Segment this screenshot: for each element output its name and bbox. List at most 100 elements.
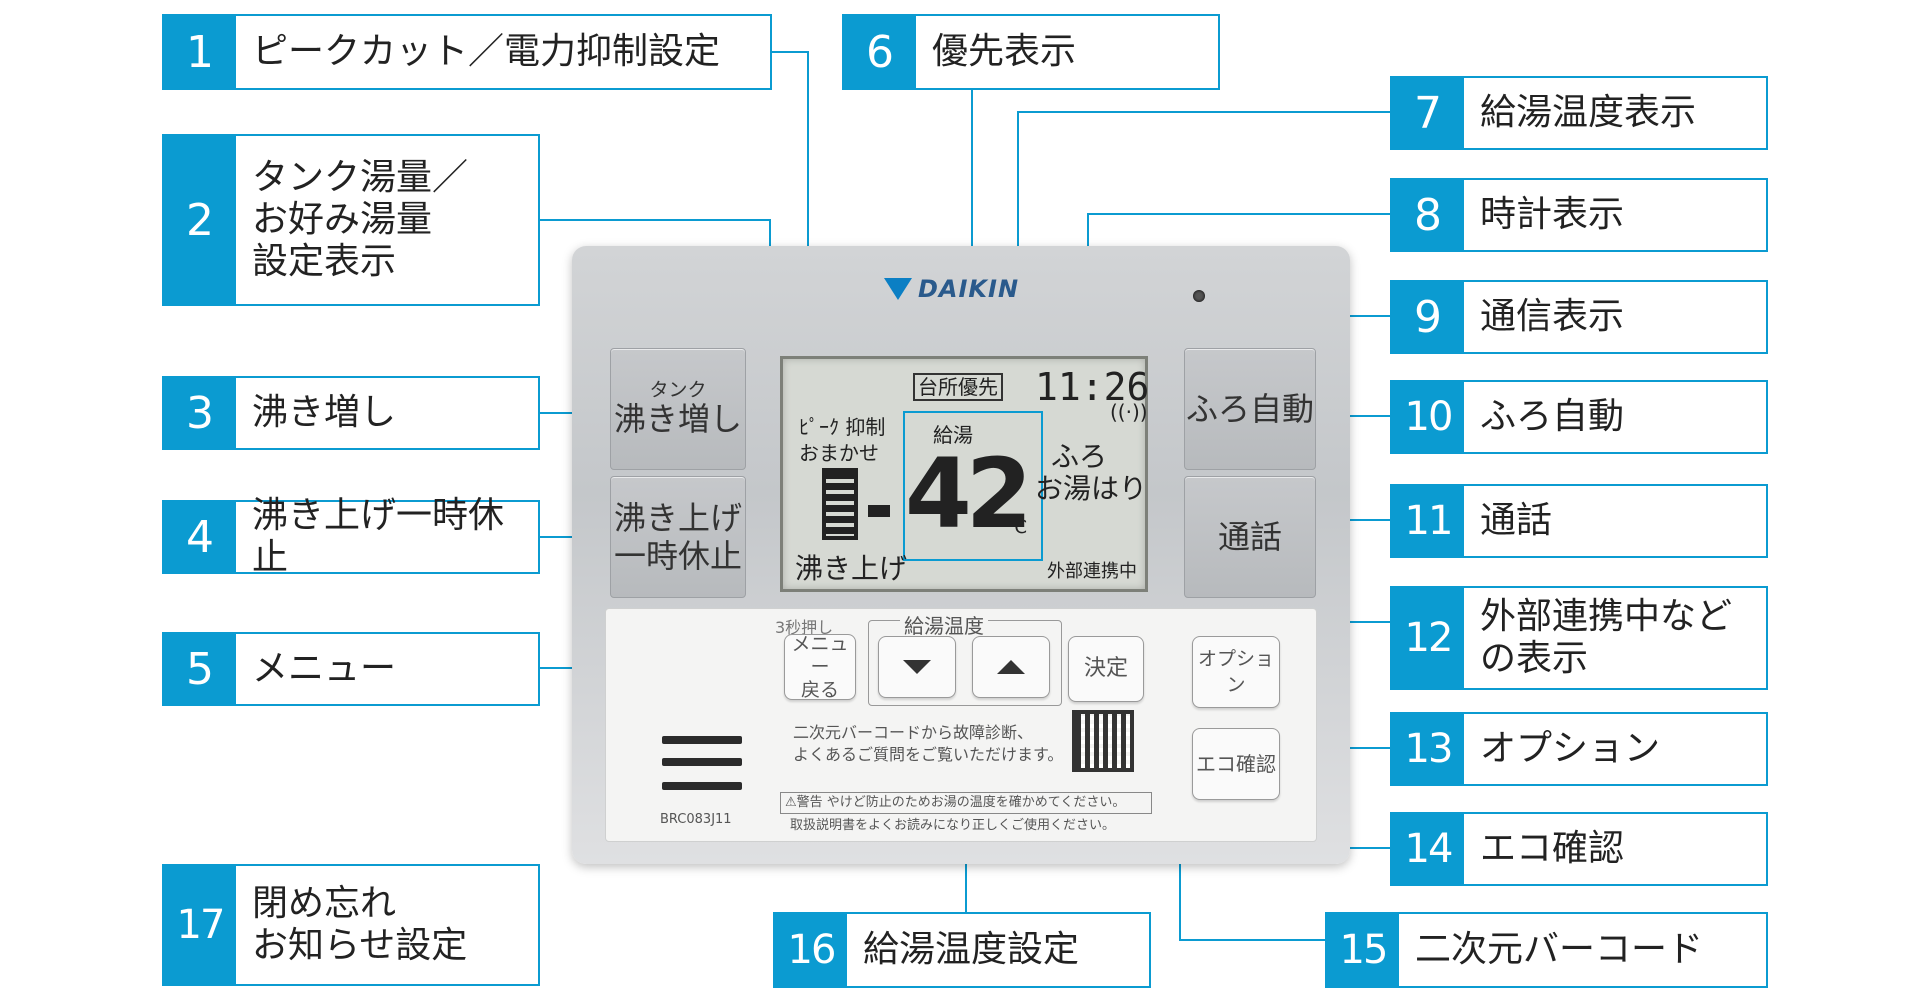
callout-13: 13 オプション	[1390, 712, 1768, 786]
tank-level-icon	[822, 468, 858, 540]
bath-status-line2: お湯はり	[1035, 472, 1148, 505]
callout-number: 7	[1392, 78, 1464, 148]
supply-label: 給湯	[933, 423, 973, 447]
temperature-setting-label: 給湯温度	[900, 610, 988, 639]
speaker-grille	[662, 758, 742, 766]
callout-3: 3 沸き増し	[162, 376, 540, 450]
callout-label: タンク湯量／ お好み湯量 設定表示	[252, 157, 469, 282]
callout-5: 5 メニュー	[162, 632, 540, 706]
indicator-lamp	[1193, 290, 1205, 302]
callout-number: 13	[1392, 714, 1464, 784]
intercom-button-label: 通話	[1217, 518, 1282, 556]
wifi-icon: ((·))	[1110, 400, 1148, 424]
speaker-grille	[662, 782, 742, 790]
callout-label: 給湯温度設定	[863, 929, 1080, 970]
arrow-down-icon	[903, 660, 931, 674]
callout-number: 11	[1392, 486, 1464, 556]
callout-label: 沸き上げ一時休止	[252, 495, 505, 578]
menu-back-button-label: メニュー 戻る	[791, 632, 849, 701]
omakase-label: おまかせ	[799, 441, 879, 465]
priority-badge: 台所優先	[913, 373, 1003, 401]
callout-15: 15 二次元バーコード	[1325, 912, 1768, 988]
callout-label: 閉め忘れ お知らせ設定	[252, 883, 468, 966]
brand-logo: DAIKIN	[918, 275, 1020, 303]
faucet-icon	[868, 505, 890, 517]
callout-label: 優先表示	[932, 31, 1077, 72]
bath-status-line1: ふろ	[1051, 440, 1108, 473]
callout-label: ふろ自動	[1480, 396, 1625, 437]
decide-button-label: 決定	[1083, 656, 1128, 681]
peak-cut-label: ﾋﾟｰｸ 抑制	[799, 415, 886, 439]
callout-4: 4 沸き上げ一時休止	[162, 495, 540, 578]
callout-label: 時計表示	[1480, 194, 1625, 235]
hold-hint: 3秒押し	[775, 618, 834, 637]
boost-button-small-label: タンク	[649, 379, 707, 401]
temperature-unit: ℃	[1007, 517, 1028, 538]
lcd-screen: 台所優先 11:26 ﾋﾟｰｸ 抑制 おまかせ 給湯 42 ℃ ふろ お湯はり …	[780, 356, 1150, 592]
intercom-button[interactable]: 通話	[1184, 476, 1316, 598]
callout-number: 17	[164, 866, 236, 984]
callout-12: 12 外部連携中など の表示	[1390, 586, 1768, 690]
callout-number: 4	[164, 502, 236, 572]
external-link-status: 外部連携中	[1047, 561, 1137, 582]
callout-number: 3	[164, 378, 236, 448]
eco-check-button[interactable]: エコ確認	[1192, 728, 1280, 800]
callout-number: 14	[1392, 814, 1464, 884]
callout-1: 1 ピークカット／電力抑制設定	[162, 14, 772, 90]
eco-check-button-label: エコ確認	[1196, 752, 1276, 776]
callout-number: 6	[844, 16, 916, 88]
boost-button[interactable]: タンク 沸き増し	[610, 348, 746, 470]
temperature-up-button[interactable]	[972, 636, 1050, 698]
temperature-value: 42	[905, 438, 1033, 550]
decide-button[interactable]: 決定	[1068, 636, 1144, 702]
model-number: BRC083J11	[660, 812, 732, 827]
callout-number: 15	[1327, 914, 1399, 986]
qr-help-text: 二次元バーコードから故障診断、 よくあるご質問をご覧いただけます。	[793, 723, 1064, 764]
callout-14: 14 エコ確認	[1390, 812, 1768, 886]
temperature-down-button[interactable]	[878, 636, 956, 698]
callout-16: 16 給湯温度設定	[773, 912, 1151, 988]
callout-number: 12	[1392, 588, 1464, 688]
callout-8: 8 時計表示	[1390, 178, 1768, 252]
callout-9: 9 通信表示	[1390, 280, 1768, 354]
callout-label: 二次元バーコード	[1415, 929, 1704, 970]
bath-auto-button-label: ふろ自動	[1185, 390, 1314, 428]
clock-display: 11:26	[1035, 365, 1150, 409]
option-button-label: オプション	[1197, 648, 1274, 696]
option-button[interactable]: オプション	[1192, 636, 1280, 708]
callout-label: 給湯温度表示	[1480, 92, 1697, 133]
callout-label: 沸き増し	[252, 392, 397, 433]
callout-17: 17 閉め忘れ お知らせ設定	[162, 864, 540, 986]
arrow-up-icon	[997, 660, 1025, 674]
callout-number: 16	[775, 914, 847, 986]
daikin-logo-icon	[884, 278, 912, 300]
callout-label: 外部連携中など の表示	[1480, 596, 1733, 679]
callout-label: 通話	[1480, 500, 1553, 541]
qr-code[interactable]	[1072, 710, 1134, 772]
callout-label: エコ確認	[1480, 828, 1625, 869]
bath-auto-button[interactable]: ふろ自動	[1184, 348, 1316, 470]
callout-number: 9	[1392, 282, 1464, 352]
callout-7: 7 給湯温度表示	[1390, 76, 1768, 150]
callout-11: 11 通話	[1390, 484, 1768, 558]
callout-6: 6 優先表示	[842, 14, 1220, 90]
callout-10: 10 ふろ自動	[1390, 380, 1768, 454]
callout-number: 10	[1392, 382, 1464, 452]
pause-boiling-button-label: 沸き上げ 一時休止	[613, 499, 742, 575]
warning-notice: ⚠警告 やけど防止のためお湯の温度を確かめてください。	[780, 792, 1152, 814]
boiling-status: 沸き上げ	[795, 552, 908, 585]
speaker-grille	[662, 736, 742, 744]
menu-back-button[interactable]: メニュー 戻る	[784, 632, 856, 701]
callout-label: メニュー	[252, 648, 397, 689]
callout-number: 2	[164, 136, 236, 304]
callout-label: ピークカット／電力抑制設定	[252, 31, 721, 72]
boost-button-label: 沸き増し	[613, 400, 742, 438]
pause-boiling-button[interactable]: 沸き上げ 一時休止	[610, 476, 746, 598]
callout-label: 通信表示	[1480, 296, 1625, 337]
callout-label: オプション	[1480, 728, 1661, 769]
callout-number: 8	[1392, 180, 1464, 250]
callout-number: 5	[164, 634, 236, 704]
callout-number: 1	[164, 16, 236, 88]
supply-temperature-box	[903, 411, 1043, 561]
callout-2: 2 タンク湯量／ お好み湯量 設定表示	[162, 134, 540, 306]
